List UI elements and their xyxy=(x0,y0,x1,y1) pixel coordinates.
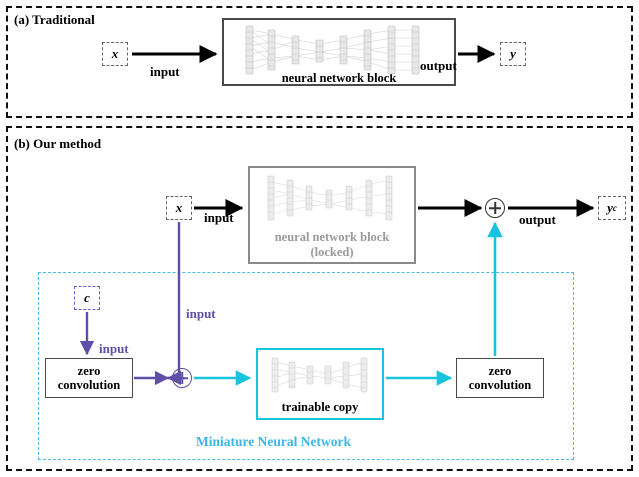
output-var-base: y xyxy=(607,200,613,215)
miniature-neural-network-region xyxy=(38,272,574,460)
zero-conv-right-line2: convolution xyxy=(468,378,532,392)
input-label-b: input xyxy=(204,210,234,225)
input-variable-x-b: x xyxy=(166,196,192,220)
trainable-copy-label: trainable copy xyxy=(281,400,359,414)
zero-conv-left-line1: zero xyxy=(77,364,101,378)
locked-block-label-line1: neural network block xyxy=(274,230,390,244)
miniature-neural-network-label: Miniature Neural Network xyxy=(196,434,351,449)
condition-input-label: input xyxy=(99,341,129,356)
plus-circle-icon-top xyxy=(485,198,505,218)
zero-convolution-left: zero convolution xyxy=(45,358,133,398)
plus-circle-icon-bottom xyxy=(172,368,192,388)
panel-a-title: (a) Traditional xyxy=(14,12,95,27)
x-input-label-lower: input xyxy=(186,306,216,321)
panel-traditional xyxy=(6,6,633,118)
output-label-b: output xyxy=(519,212,556,227)
neural-network-block-a-label: neural network block xyxy=(281,71,397,85)
locked-block-label-line2: (locked) xyxy=(310,245,354,259)
zero-conv-right-line1: zero xyxy=(488,364,512,378)
condition-variable-c: c xyxy=(74,286,100,310)
input-label-a: input xyxy=(150,64,180,79)
zero-convolution-right: zero convolution xyxy=(456,358,544,398)
output-label-a: output xyxy=(420,58,457,73)
panel-b-title: (b) Our method xyxy=(14,136,102,151)
zero-conv-left-line2: convolution xyxy=(57,378,121,392)
panel-our-method xyxy=(6,126,633,471)
output-var-sub: c xyxy=(612,203,617,213)
input-variable-x-a: x xyxy=(102,42,128,66)
output-variable-y-a: y xyxy=(500,42,526,66)
